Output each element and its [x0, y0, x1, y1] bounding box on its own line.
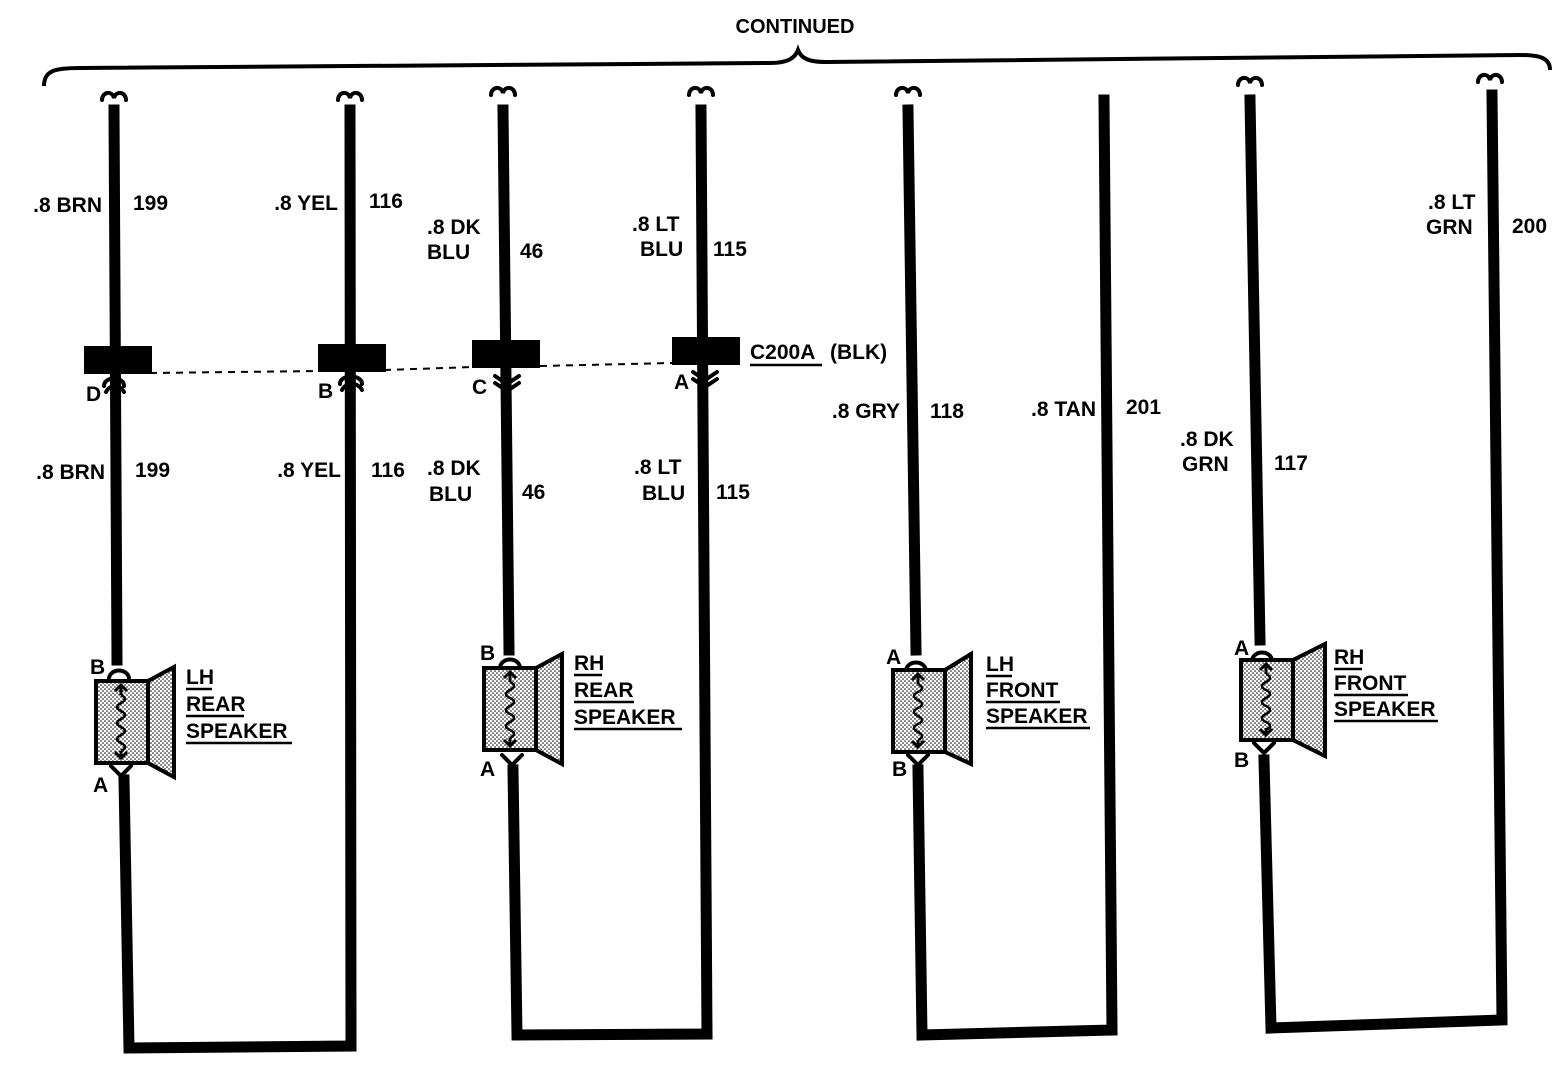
pin-label-46: C	[472, 376, 487, 399]
wire-loop-lh-rear	[108, 104, 357, 1054]
lh-front-name-3: SPEAKER	[986, 705, 1088, 728]
wire-115-lower-color-2: BLU	[642, 482, 685, 505]
rh-front-name-1: RH	[1334, 646, 1364, 669]
lh-rear-bottom-pin: A	[93, 774, 108, 797]
lh-front-name-1: LH	[986, 653, 1014, 676]
continued-bracket	[42, 44, 1552, 87]
lh-rear-name-3: SPEAKER	[186, 720, 288, 743]
pin-label-115: A	[674, 371, 689, 394]
wire-loop-rh-rear	[497, 104, 713, 1041]
wire-199-upper: .8 BRN 199	[33, 192, 168, 217]
wire-46-lower: .8 DK BLU 46	[427, 457, 545, 506]
wire-115-lower-id: 115	[716, 481, 750, 504]
wire-200-color-1: .8 LT	[1428, 191, 1476, 214]
wire-199-lower: .8 BRN 199	[36, 459, 170, 484]
wire-115-lower-color-1: .8 LT	[634, 456, 682, 479]
wire-loop-lh-front	[902, 94, 1118, 1041]
wire-115-upper: .8 LT BLU 115	[632, 213, 747, 261]
connector-c200a	[84, 337, 740, 394]
wire-200-id: 200	[1512, 215, 1547, 238]
wire-199-upper-color: .8 BRN	[33, 194, 102, 217]
wire-116-lower-id: 116	[371, 459, 405, 482]
wire-46-upper-color-1: .8 DK	[427, 216, 481, 239]
wire-117-color-1: .8 DK	[1180, 428, 1234, 451]
wire-115-upper-color-1: .8 LT	[632, 213, 680, 236]
lh-front-bottom-pin: B	[892, 758, 907, 781]
wire-115-lower: .8 LT BLU 115	[634, 456, 750, 505]
wire-201-color: .8 TAN	[1031, 398, 1096, 421]
lh-rear-name-2: REAR	[186, 693, 246, 716]
top-terminals	[100, 73, 1504, 102]
wire-46-lower-id: 46	[522, 481, 545, 504]
wire-116-upper-id: 116	[369, 190, 403, 213]
wire-115-upper-color-2: BLU	[640, 238, 683, 261]
connector-color: (BLK)	[830, 341, 887, 364]
pin-label-199: D	[86, 383, 101, 406]
wire-200-label: .8 LT GRN 200	[1426, 191, 1547, 239]
wire-46-lower-color-2: BLU	[429, 483, 472, 506]
wire-117-id: 117	[1274, 452, 1308, 475]
rh-rear-name-1: RH	[574, 652, 604, 675]
wire-117-label: .8 DK GRN 117	[1180, 428, 1308, 476]
wire-118-id: 118	[930, 400, 964, 423]
wire-201-id: 201	[1126, 396, 1161, 419]
rh-rear-name-2: REAR	[574, 679, 634, 702]
wire-116-upper: .8 YEL 116	[274, 190, 403, 215]
lh-rear-speaker: B A LH REAR SPEAKER	[90, 656, 292, 797]
rh-front-name-3: SPEAKER	[1334, 698, 1436, 721]
lh-rear-name-1: LH	[186, 666, 214, 689]
lh-front-name-2: FRONT	[986, 679, 1058, 702]
wire-201-label: .8 TAN 201	[1031, 396, 1161, 421]
pin-label-116: B	[318, 380, 333, 403]
wire-200-color-2: GRN	[1426, 216, 1473, 239]
wire-199-lower-id: 199	[135, 459, 170, 482]
rh-front-bottom-pin: B	[1234, 749, 1249, 772]
wire-118-color: .8 GRY	[832, 400, 900, 423]
wire-116-lower: .8 YEL 116	[277, 459, 405, 482]
wire-117-color-2: GRN	[1182, 453, 1229, 476]
rh-rear-bottom-pin: A	[480, 758, 495, 781]
rh-front-name-2: FRONT	[1334, 672, 1406, 695]
lh-rear-top-pin: B	[90, 656, 105, 679]
rh-rear-name-3: SPEAKER	[574, 706, 676, 729]
wire-46-upper: .8 DK BLU 46	[427, 216, 543, 264]
wire-46-lower-color-1: .8 DK	[427, 457, 481, 480]
lh-front-speaker: A B LH FRONT SPEAKER	[886, 646, 1090, 781]
wire-46-upper-id: 46	[520, 240, 543, 263]
rh-rear-speaker: B A RH REAR SPEAKER	[480, 642, 682, 781]
continued-title: CONTINUED	[736, 16, 855, 38]
wire-115-upper-id: 115	[713, 238, 747, 261]
wire-46-upper-color-2: BLU	[427, 241, 470, 264]
wire-116-lower-color: .8 YEL	[277, 459, 341, 482]
rh-rear-top-pin: B	[480, 642, 495, 665]
wire-loop-rh-front	[1244, 89, 1508, 1034]
rh-front-top-pin: A	[1234, 637, 1249, 660]
wire-118-label: .8 GRY 118	[832, 400, 964, 423]
connector-name: C200A	[750, 341, 815, 364]
rh-front-speaker: A B RH FRONT SPEAKER	[1234, 637, 1438, 772]
wire-199-lower-color: .8 BRN	[36, 461, 105, 484]
wire-116-upper-color: .8 YEL	[274, 192, 338, 215]
wire-199-upper-id: 199	[133, 192, 168, 215]
lh-front-top-pin: A	[886, 646, 901, 669]
